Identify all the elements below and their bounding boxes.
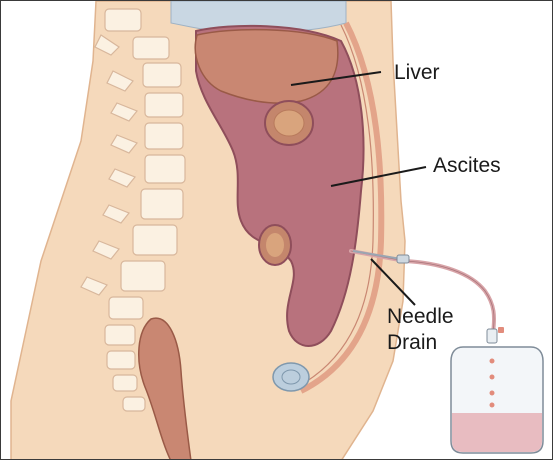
ascites-label: Ascites bbox=[433, 154, 501, 178]
vertebra bbox=[145, 123, 183, 149]
bag-connector bbox=[487, 329, 497, 343]
vertebra bbox=[105, 325, 135, 345]
bag-connector-cap bbox=[498, 327, 504, 333]
vertebra bbox=[107, 351, 135, 369]
vertebra bbox=[113, 375, 137, 391]
vertebra bbox=[141, 189, 183, 219]
fluid-drop bbox=[490, 403, 495, 408]
vertebra bbox=[121, 261, 165, 291]
vertebra bbox=[133, 225, 177, 255]
vertebra bbox=[109, 297, 143, 319]
vertebra bbox=[145, 93, 183, 117]
fluid-drop bbox=[490, 359, 495, 364]
vertebra bbox=[145, 155, 185, 183]
needle-label: Needle bbox=[387, 305, 454, 329]
vertebra bbox=[105, 9, 141, 31]
needle-hub bbox=[397, 255, 409, 263]
vertebra bbox=[133, 37, 169, 59]
vertebra bbox=[143, 63, 181, 87]
upper-organ-inner bbox=[274, 110, 304, 136]
drainage-bag bbox=[451, 327, 543, 453]
liver-label: Liver bbox=[394, 61, 440, 85]
bag-fluid bbox=[452, 413, 542, 452]
vertebra bbox=[123, 397, 145, 411]
bladder bbox=[273, 363, 309, 391]
lower-organ-inner bbox=[266, 233, 284, 257]
drain-label: Drain bbox=[387, 331, 437, 355]
fluid-drop bbox=[490, 391, 495, 396]
fluid-drop bbox=[490, 375, 495, 380]
